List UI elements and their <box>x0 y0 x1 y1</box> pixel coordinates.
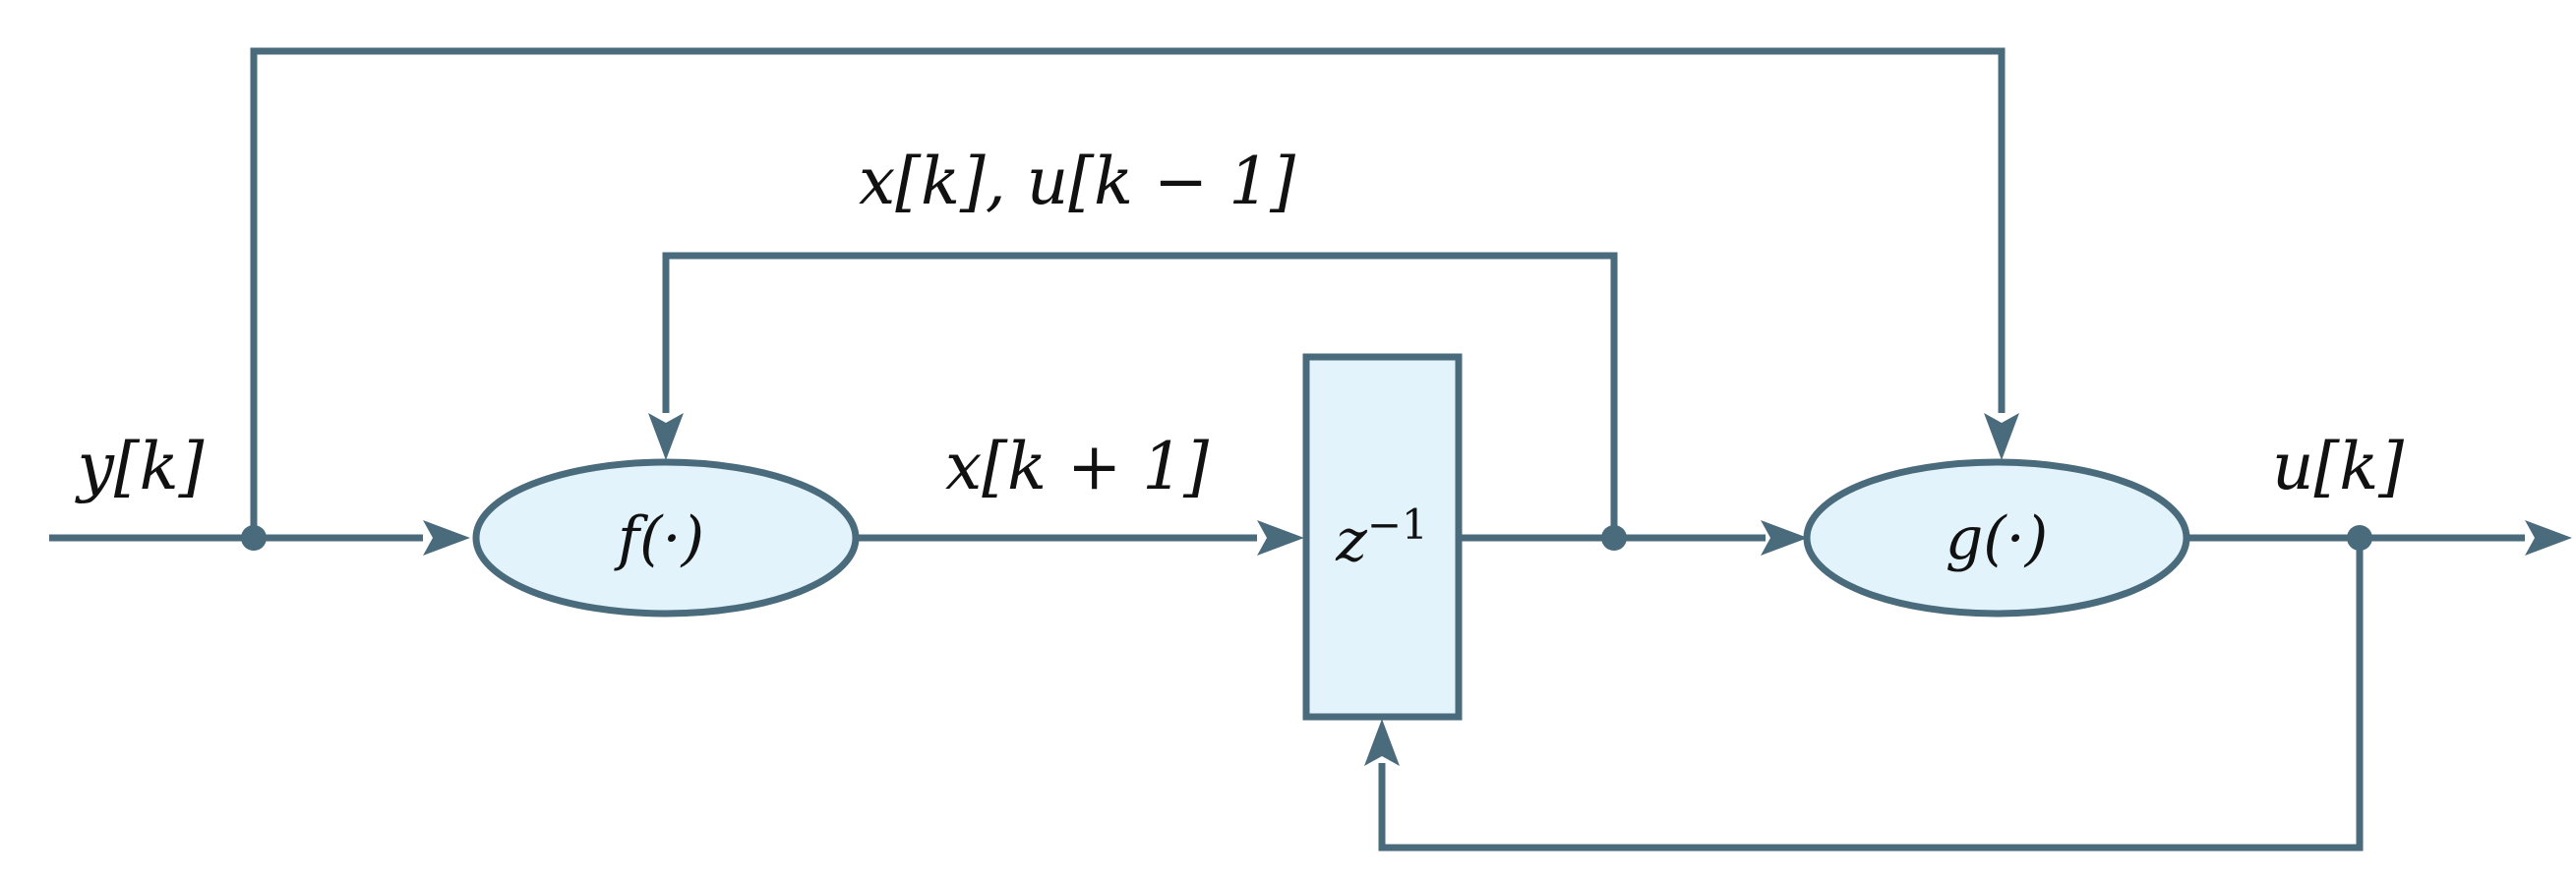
output-feedback-wire <box>1378 538 2364 852</box>
input-signal-label: y[k] <box>75 429 205 504</box>
delay-block-label: z−1 <box>1335 500 1428 575</box>
arrow-into-g-top <box>1984 413 2019 460</box>
g-block <box>1803 458 2190 618</box>
input-to-g-wire <box>250 47 2006 538</box>
arrow-into-delay-bottom <box>1364 719 1400 766</box>
arrow-into-delay <box>1257 520 1304 556</box>
f-block-label: f(·) <box>614 504 704 573</box>
input-branch-node <box>241 525 267 551</box>
delay-block <box>1302 353 1463 721</box>
state-branch-node <box>1601 525 1627 551</box>
arrow-output <box>2525 520 2572 556</box>
state-next-label: x[k + 1] <box>945 429 1209 504</box>
delay-exponent: −1 <box>1367 500 1428 549</box>
output-branch-node <box>2347 525 2372 551</box>
arrow-into-g <box>1761 520 1808 556</box>
feedback-label: x[k], u[k − 1] <box>859 144 1295 219</box>
f-block <box>472 458 860 618</box>
output-signal-label: u[k] <box>2272 429 2404 504</box>
state-feedback-wire <box>662 252 1618 538</box>
arrow-into-f <box>423 520 470 556</box>
delay-base: z <box>1335 506 1367 575</box>
g-block-label: g(·) <box>1946 504 2048 573</box>
arrow-into-f-top <box>648 413 684 460</box>
